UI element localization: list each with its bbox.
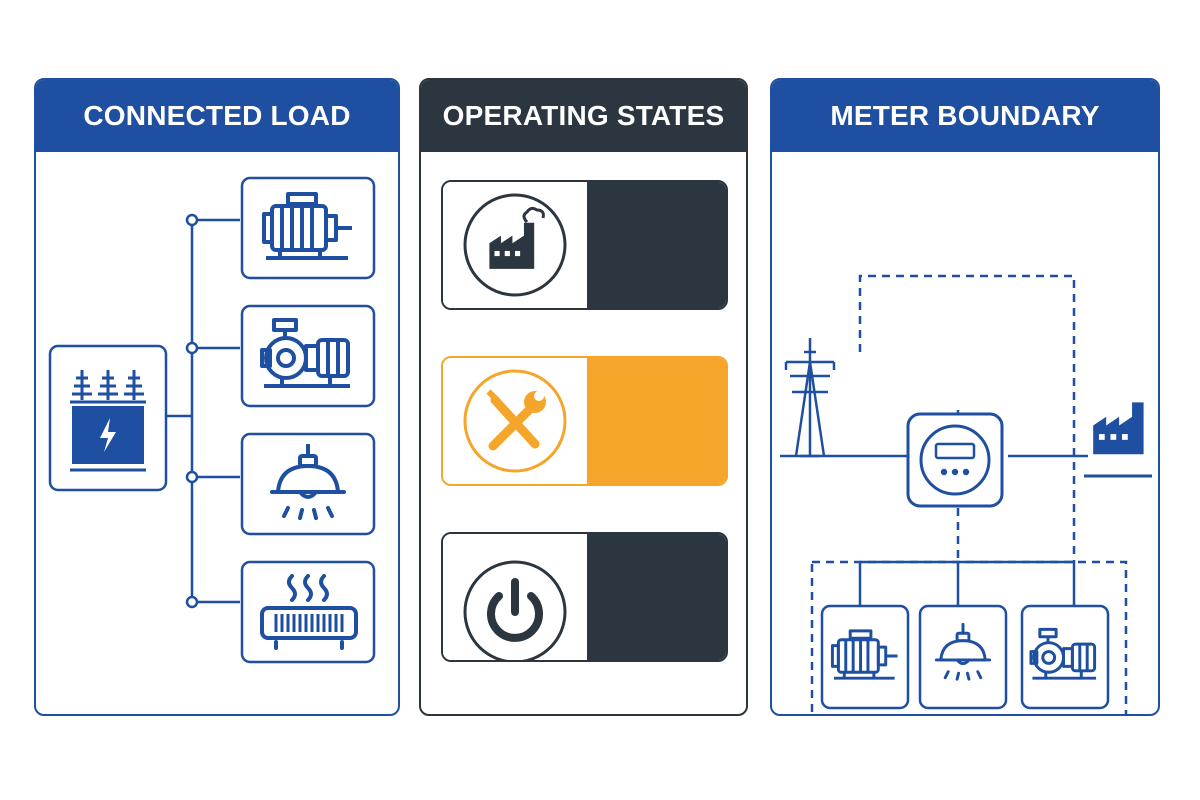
meter-boundary-diagram [772,152,1158,714]
power-pylon-icon [784,338,836,458]
bus-nodes [185,213,199,609]
load-heater [240,560,376,664]
state-fill-production [587,182,726,308]
state-fill-off [587,534,726,660]
meter-boundary-title: METER BOUNDARY [772,80,1158,152]
connected-load-svg [48,176,376,664]
state-row-maintenance [441,356,728,486]
load-motor [240,176,376,280]
state-row-off [441,532,728,662]
state-fill-maintenance [587,358,726,484]
meter-boundary-svg [780,274,1152,714]
branch-lines [858,560,1076,606]
load-lamp [240,432,376,536]
wrench-screwdriver-icon [463,369,567,473]
electric-meter-icon [906,412,1004,508]
bus-lines [166,218,240,604]
transformer-icon [48,344,168,492]
load-pump [240,304,376,408]
connected-load-title: CONNECTED LOAD [36,80,398,152]
operating-states-panel: OPERATING STATES [419,78,748,716]
factory-icon [1084,402,1152,478]
state-row-production [441,180,728,310]
operating-states-title: OPERATING STATES [421,80,746,152]
factory-icon [463,193,567,297]
meter-load-motor [820,604,910,710]
connected-load-diagram [36,152,398,714]
power-icon [463,560,567,660]
meter-boundary-panel: METER BOUNDARY [770,78,1160,716]
meter-load-lamp [918,604,1008,710]
connected-load-panel: CONNECTED LOAD [34,78,400,716]
operating-states-list [421,152,746,714]
meter-load-pump [1020,604,1110,710]
